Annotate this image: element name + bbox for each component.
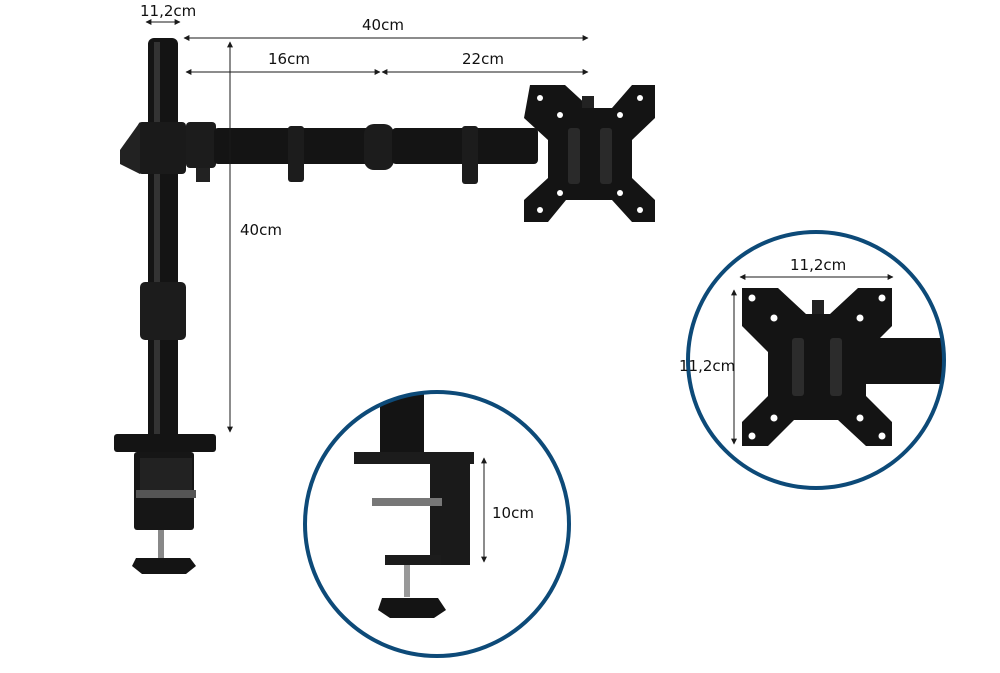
clamp-detail-inset: 10cm bbox=[303, 390, 571, 658]
vesa-detail-inset: 11,2cm 11,2cm bbox=[679, 230, 946, 490]
dim-vesa-height-label: 11,2cm bbox=[679, 357, 735, 375]
vesa-detail-border bbox=[686, 230, 946, 490]
arm-collar bbox=[138, 122, 186, 174]
dim-pole-height-label: 40cm bbox=[240, 221, 282, 239]
arm-elbow bbox=[364, 124, 394, 170]
dim-vesa-width-label: 11,2cm bbox=[790, 256, 846, 274]
dimension-lines bbox=[145, 19, 589, 433]
pole bbox=[148, 38, 178, 443]
dim-arm-inner-label: 16cm bbox=[268, 50, 310, 68]
height-lock-ring bbox=[140, 282, 186, 340]
dim-pole-width-label: 11,2cm bbox=[140, 2, 196, 20]
base-plate bbox=[114, 434, 216, 452]
vesa-plate bbox=[524, 85, 655, 222]
dim-clamp-height-label: 10cm bbox=[492, 504, 534, 522]
dim-arm-total-label: 40cm bbox=[362, 16, 404, 34]
clamp-detail-border bbox=[303, 390, 571, 658]
monitor-arm-main-view bbox=[114, 38, 655, 574]
dim-arm-outer-label: 22cm bbox=[462, 50, 504, 68]
clamp-knob bbox=[132, 558, 196, 574]
